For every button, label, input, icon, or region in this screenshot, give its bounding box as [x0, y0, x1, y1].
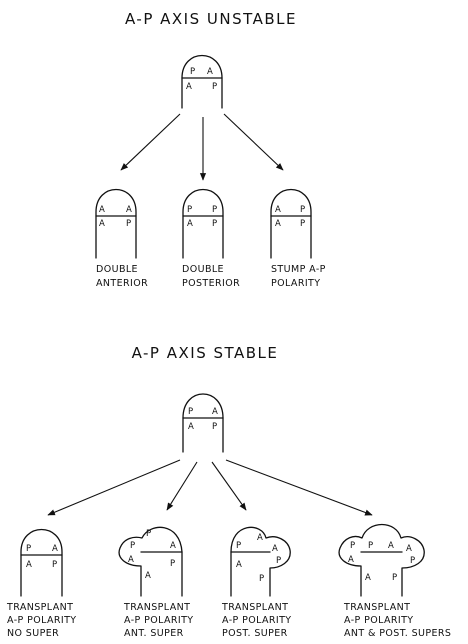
- root-stump-unstable: P A A P: [181, 54, 223, 109]
- stump-bottom-right-label: P: [300, 219, 305, 229]
- stump-bottom-left-label: A: [236, 560, 242, 570]
- right-super-label-a: A: [272, 544, 278, 554]
- root-bottom-left-label: A: [186, 82, 192, 92]
- stump-top-right-label: A: [170, 541, 176, 551]
- stump-top-left-label: P: [26, 544, 31, 554]
- caption-no-super: TRANSPLANT A-P POLARITY NO SUPER: [6, 602, 80, 639]
- outcome-stump-ant-super: P A A P A P: [118, 526, 183, 597]
- stump-bottom-right-label: P: [126, 219, 131, 229]
- left-super-label-a: A: [128, 555, 134, 565]
- caption-double-posterior: DOUBLE POSTERIOR: [182, 264, 240, 289]
- stump-bottom-right-label: P: [392, 573, 397, 583]
- stump-top-right-label: P: [300, 205, 305, 215]
- outcome-stump-double-anterior: A A A P: [95, 188, 137, 259]
- outcome-stump-ant-post-supers: P A A P A P A P: [338, 524, 425, 597]
- caption-stump-ap-polarity: STUMP A-P POLARITY: [271, 264, 329, 289]
- root-top-left-label: P: [188, 407, 193, 417]
- caption-ant-super: TRANSPLANT A-P POLARITY ANT. SUPER: [123, 602, 197, 639]
- left-super-label-p: P: [130, 541, 135, 551]
- outcome-stump-double-posterior: P P A P: [182, 188, 224, 259]
- stump-bottom-left-label: A: [365, 573, 371, 583]
- left-super-label-a: A: [348, 555, 354, 565]
- stump-bottom-right-label: P: [52, 560, 57, 570]
- stump-top-left-label: P: [146, 529, 151, 539]
- arrow: [223, 113, 284, 171]
- root-top-left-label: P: [190, 67, 195, 77]
- root-bottom-left-label: A: [188, 422, 194, 432]
- root-top-right-label: A: [207, 67, 213, 77]
- left-super-label-p: P: [350, 541, 355, 551]
- stump-top-right-label: P: [212, 205, 217, 215]
- stump-bottom-left-label: A: [275, 219, 281, 229]
- right-super-label-a: A: [406, 544, 412, 554]
- stump-bottom-left-label: A: [99, 219, 105, 229]
- stump-bottom-left-label: A: [26, 560, 32, 570]
- caption-post-super: TRANSPLANT A-P POLARITY POST. SUPER: [221, 602, 295, 639]
- arrow: [166, 461, 198, 511]
- section-title-unstable: A-P AXIS UNSTABLE: [125, 10, 297, 28]
- arrow: [225, 459, 373, 516]
- right-super-label-p: P: [276, 556, 281, 566]
- stump-bottom-right-label: P: [212, 219, 217, 229]
- caption-double-anterior: DOUBLE ANTERIOR: [96, 264, 148, 289]
- stump-top-right-label: A: [257, 533, 263, 543]
- stump-top-right-label: A: [388, 541, 394, 551]
- outcome-stump-ap-polarity: A P A P: [270, 188, 312, 259]
- right-super-label-p: P: [410, 556, 415, 566]
- root-top-right-label: A: [212, 407, 218, 417]
- stump-bottom-left-label: A: [187, 219, 193, 229]
- arrow: [120, 113, 181, 171]
- stump-top-left-label: P: [368, 541, 373, 551]
- arrow: [47, 459, 181, 516]
- stump-top-left-label: A: [99, 205, 105, 215]
- stump-top-right-label: A: [52, 544, 58, 554]
- outcome-stump-post-super: P A A P A P: [230, 526, 291, 597]
- stump-bottom-left-label: A: [145, 571, 151, 581]
- stump-top-right-label: A: [126, 205, 132, 215]
- section-title-stable: A-P AXIS STABLE: [132, 344, 279, 362]
- outcome-stump-no-super: P A A P: [20, 529, 63, 597]
- stump-top-left-label: A: [275, 205, 281, 215]
- stump-top-left-label: P: [187, 205, 192, 215]
- stump-bottom-right-label: P: [170, 559, 175, 569]
- arrow: [211, 461, 247, 511]
- root-bottom-right-label: P: [212, 82, 217, 92]
- root-stump-stable: P A A P: [182, 393, 224, 453]
- stump-bottom-right-label: P: [259, 574, 264, 584]
- root-bottom-right-label: P: [212, 422, 217, 432]
- stump-top-left-label: P: [236, 541, 241, 551]
- caption-ant-post-supers: TRANSPLANT A-P POLARITY ANT & POST. SUPE…: [343, 602, 451, 639]
